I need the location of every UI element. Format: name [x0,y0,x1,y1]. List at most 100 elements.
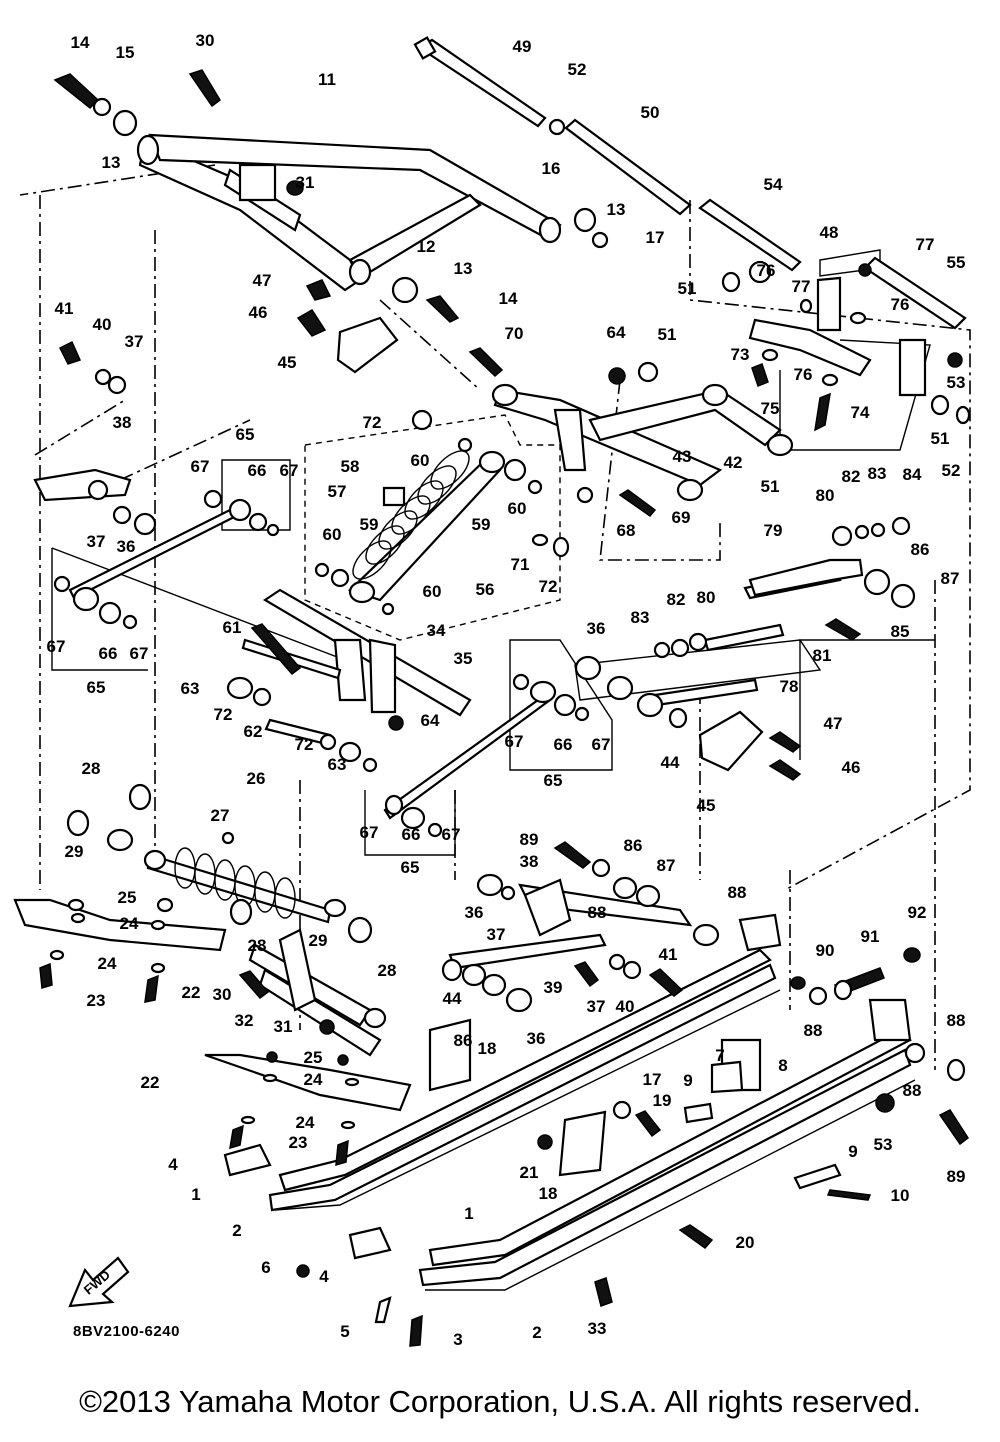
callout-60: 60 [508,499,527,518]
callout-89: 89 [947,1167,966,1186]
callout-23: 23 [87,991,106,1010]
callout-67: 67 [505,732,524,751]
callout-72: 72 [214,705,233,724]
callout-24: 24 [120,914,139,933]
callout-24: 24 [304,1070,323,1089]
callout-80: 80 [697,588,716,607]
callout-5: 5 [340,1322,349,1341]
callout-76: 76 [891,295,910,314]
callout-79: 79 [764,521,783,540]
upper-arm [136,133,562,292]
callout-66: 66 [99,644,118,663]
callout-44: 44 [443,989,462,1008]
callout-57: 57 [328,482,347,501]
callout-4: 4 [168,1155,178,1174]
callout-52: 52 [568,60,587,79]
callout-67: 67 [442,825,461,844]
callout-51: 51 [761,477,780,496]
callout-88: 88 [804,1021,823,1040]
callout-41: 41 [55,299,74,318]
callout-88: 88 [728,883,747,902]
callout-9: 9 [848,1142,857,1161]
callout-67: 67 [280,461,299,480]
rail-guides [223,1143,392,1260]
callout-41: 41 [659,945,678,964]
callout-12: 12 [417,237,436,256]
callout-84: 84 [903,465,922,484]
callout-65: 65 [236,425,255,444]
callout-73: 73 [731,345,750,364]
callout-56: 56 [476,580,495,599]
callout-31: 31 [274,1017,293,1036]
callout-27: 27 [211,806,230,825]
callout-18: 18 [539,1184,558,1203]
callout-68: 68 [617,521,636,540]
callout-28: 28 [378,961,397,980]
callout-66: 66 [554,735,573,754]
hardware [33,69,971,1347]
callout-46: 46 [842,758,861,777]
callout-47: 47 [824,714,843,733]
callout-89: 89 [520,830,539,849]
callout-65: 65 [87,678,106,697]
callout-32: 32 [235,1011,254,1030]
callout-85: 85 [891,622,910,641]
callout-63: 63 [328,755,347,774]
callout-26: 26 [247,769,266,788]
callout-22: 22 [182,983,201,1002]
callout-3: 3 [453,1330,462,1349]
callout-77: 77 [916,235,935,254]
callout-11: 11 [318,70,336,89]
callout-50: 50 [641,103,660,122]
callout-17: 17 [646,228,665,247]
copyright-notice: ©2013 Yamaha Motor Corporation, U.S.A. A… [79,1384,921,1419]
callout-67: 67 [191,457,210,476]
callout-30: 30 [213,985,232,1004]
callout-92: 92 [908,903,927,922]
callout-72: 72 [363,413,382,432]
callout-61: 61 [223,618,242,637]
forward-direction-arrow: FWD [68,1256,130,1308]
callout-35: 35 [454,649,473,668]
callout-54: 54 [764,175,783,194]
callout-44: 44 [661,753,680,772]
axle-shafts [413,36,967,330]
callout-20: 20 [736,1233,755,1252]
callout-82: 82 [667,590,686,609]
callout-labels: 1415301113314952501613175448775512134714… [47,31,966,1349]
callout-37: 37 [125,332,144,351]
rail-brackets [428,1018,607,1177]
callout-77: 77 [792,277,811,296]
callout-21: 21 [520,1163,539,1182]
callout-38: 38 [520,852,539,871]
callout-29: 29 [309,931,328,950]
callout-59: 59 [360,515,379,534]
callout-86: 86 [624,836,643,855]
callout-33: 33 [588,1319,607,1338]
callout-18: 18 [478,1039,497,1058]
callout-76: 76 [794,365,813,384]
callout-80: 80 [816,486,835,505]
callout-29: 29 [65,842,84,861]
callout-51: 51 [678,279,697,298]
stopper-block [710,1038,762,1094]
callout-67: 67 [130,644,149,663]
callout-39: 39 [544,978,563,997]
callout-28: 28 [82,759,101,778]
callout-81: 81 [813,646,832,665]
callout-69: 69 [672,508,691,527]
rear-bracket [748,276,963,397]
callout-38: 38 [113,413,132,432]
callout-55: 55 [947,253,966,272]
callout-7: 7 [715,1046,724,1065]
callout-66: 66 [248,461,267,480]
front-shock-absorber [143,847,332,924]
callout-22: 22 [141,1073,160,1092]
callout-65: 65 [544,771,563,790]
callout-87: 87 [941,569,960,588]
callout-13: 13 [454,259,473,278]
callout-78: 78 [780,677,799,696]
callout-9: 9 [683,1071,692,1090]
callout-90: 90 [816,941,835,960]
